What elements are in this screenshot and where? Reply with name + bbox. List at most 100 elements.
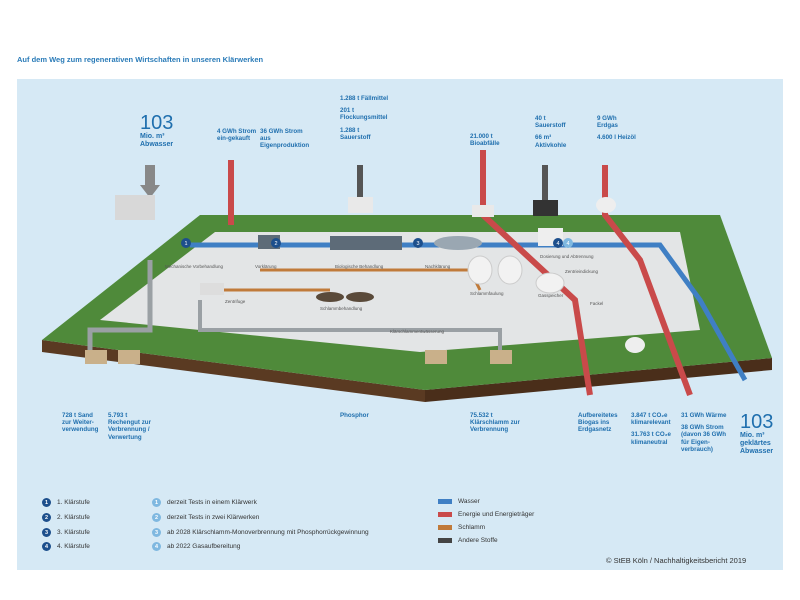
- output-klaerschlamm: 75.532 t Klärschlamm zur Verbrennung: [470, 412, 520, 434]
- output-bin-4: [490, 350, 512, 364]
- legend-flow-energie: Energie und Energieträger: [438, 511, 534, 518]
- legend-flow-schlamm-label: Schlamm: [458, 524, 486, 531]
- legend-stage-1-dot: 1: [42, 498, 51, 507]
- legend-test-2-label: derzeit Tests in zwei Klärwerken: [167, 514, 260, 521]
- legend-flow-schlamm: Schlamm: [438, 524, 485, 531]
- step-marker-4b-text: 4: [566, 241, 569, 247]
- legend-test-4: 4 ab 2022 Gasaufbereitung: [152, 542, 240, 551]
- legend-stage-3: 3 3. Klärstufe: [42, 528, 90, 537]
- thickener-1: [316, 292, 344, 302]
- step-marker-1-text: 1: [184, 241, 187, 247]
- output-sand: 728 t Sand zur Weiter-verwendung: [62, 412, 99, 434]
- output-phosphor: Phosphor: [340, 412, 369, 419]
- step-marker-2-text: 2: [274, 241, 277, 247]
- energy-pipe-2: [480, 150, 593, 396]
- legend-flow-schlamm-swatch: [438, 525, 452, 530]
- legend-test-2-dot: 2: [152, 513, 161, 522]
- aktivkohle: 66 m³ Aktivkohle: [535, 134, 567, 149]
- label-dosierung: Dosierung und Abtrennung: [540, 254, 594, 259]
- heizoel: 4.600 l Heizöl: [597, 134, 636, 142]
- bio-building: [472, 205, 494, 217]
- input-chemikalien: 1.288 t Fällmittel 201 t Flockungsmittel…: [340, 95, 390, 141]
- label-klaerschlamm: Klärschlammentwässerung: [390, 329, 445, 334]
- label-nachklaerung: Nachklärung: [425, 264, 451, 269]
- abwasser-out-value: 103: [740, 411, 774, 433]
- legend-test-3: 3 ab 2028 Klärschlamm-Monoverbrennung mit…: [152, 528, 369, 537]
- legend-stage-4-label: 4. Klärstufe: [57, 543, 90, 550]
- step-marker-4-text: 4: [556, 241, 559, 247]
- gas-building: [596, 197, 616, 213]
- page-title: Auf dem Weg zum regenerativen Wirtschaft…: [17, 55, 264, 64]
- legend-stage-2: 2 2. Klärstufe: [42, 513, 90, 522]
- abwasser-out-unit: Mio. m³: [740, 432, 765, 439]
- legend-flow-andere: Andere Stoffe: [438, 537, 498, 544]
- thickener-2: [346, 292, 374, 302]
- abwasser-label: Abwasser: [140, 141, 174, 148]
- output-biogas: Aufbereitetes Biogas ins Erdgasnetz: [578, 412, 618, 434]
- output-waerme-strom: 31 GWh Wärme 38 GWh Strom (davon 36 GWh …: [681, 412, 733, 453]
- legend-stage-3-label: 3. Klärstufe: [57, 529, 90, 536]
- ground-side-right: [425, 358, 772, 402]
- legend-test-1-dot: 1: [152, 498, 161, 507]
- abwasser-value: 103: [140, 112, 174, 134]
- label-schlammbehandlung: Schlammbehandlung: [320, 306, 363, 311]
- label-vorklaerung: Vorklärung: [255, 264, 277, 269]
- output-rechengut: 5.793 t Rechengut zur Verbrennung / Verw…: [108, 412, 151, 441]
- legend-stage-2-label: 2. Klärstufe: [57, 514, 90, 521]
- erdgas: 9 GWh Erdgas: [597, 115, 618, 130]
- abwasser-unit: Mio. m³: [140, 133, 165, 140]
- input-strom-eingekauft: 4 GWh Strom ein-gekauft: [217, 128, 257, 143]
- digester-2: [497, 255, 523, 285]
- inlet-building: [115, 195, 155, 220]
- gas-holder: [535, 272, 565, 294]
- legend-flow-wasser-swatch: [438, 499, 452, 504]
- legend-flow-energie-label: Energie und Energieträger: [458, 511, 535, 518]
- legend-stage-4: 4 4. Klärstufe: [42, 542, 90, 551]
- label-gasspeicher: Gasspeicher: [538, 293, 564, 298]
- output-bin-1: [85, 350, 107, 364]
- legend-stage-3-dot: 3: [42, 528, 51, 537]
- centrifuge-building: [200, 283, 224, 295]
- label-mech: Mechanische Vorbehandlung: [165, 264, 224, 269]
- legend-flow-wasser-label: Wasser: [458, 498, 480, 505]
- legend-flow-wasser: Wasser: [438, 498, 480, 505]
- step-marker-4: [553, 238, 563, 248]
- energy-pipe-3: [602, 165, 693, 397]
- paved-area: [100, 232, 700, 352]
- strom: 38 GWh Strom (davon 36 GWh für Eigen-ver…: [681, 424, 727, 453]
- abwasser-out-label2: Abwasser: [740, 448, 774, 455]
- inflow-arrowhead: [140, 185, 160, 198]
- label-zentrifuge: Zentrifuge: [225, 299, 246, 304]
- step-marker-4b: [563, 238, 573, 248]
- legend-flow-andere-swatch: [438, 538, 452, 543]
- step-marker-3: [413, 238, 423, 248]
- input-strom-eigen: 36 GWh Strom aus Eigenproduktion: [260, 128, 310, 150]
- waerme: 31 GWh Wärme: [681, 412, 727, 419]
- digester-1: [467, 255, 493, 285]
- legend-flow-andere-label: Andere Stoffe: [458, 537, 498, 544]
- legend-stage-4-dot: 4: [42, 542, 51, 551]
- legend-test-4-dot: 4: [152, 542, 161, 551]
- chem-flockungsmittel: 201 t Flockungsmittel: [340, 107, 388, 122]
- output-co2: 3.847 t CO₂e klimarelevant 31.763 t CO₂e…: [631, 412, 677, 446]
- legend-test-4-label: ab 2022 Gasaufbereitung: [167, 543, 241, 550]
- input-erdgas-heizoel: 9 GWh Erdgas 4.600 l Heizöl: [597, 115, 637, 142]
- legend-test-3-label: ab 2028 Klärschlamm-Monoverbrennung mit …: [167, 529, 369, 536]
- legend-flow-energie-swatch: [438, 512, 452, 517]
- step-marker-1: [181, 238, 191, 248]
- chem-building: [348, 197, 373, 213]
- chem-faellmittel: 1.288 t Fällmittel: [340, 95, 389, 102]
- legend-test-2: 2 derzeit Tests in zwei Klärwerken: [152, 513, 259, 522]
- co2-klimarelevant: 3.847 t CO₂e klimarelevant: [631, 412, 671, 427]
- input-abwasser: 103 Mio. m³ Abwasser: [140, 113, 173, 149]
- carbon-building: [533, 200, 558, 216]
- label-schlamm: Schlammfaulung: [470, 291, 504, 296]
- legend-stage-2-dot: 2: [42, 513, 51, 522]
- input-sauerstoff-aktivkohle: 40 t Sauerstoff 66 m³ Aktivkohle: [535, 115, 575, 149]
- label-bio: Biologische Behandlung: [335, 264, 384, 269]
- label-eindickung: Zentrieindickung: [565, 269, 599, 274]
- legend-test-3-dot: 3: [152, 528, 161, 537]
